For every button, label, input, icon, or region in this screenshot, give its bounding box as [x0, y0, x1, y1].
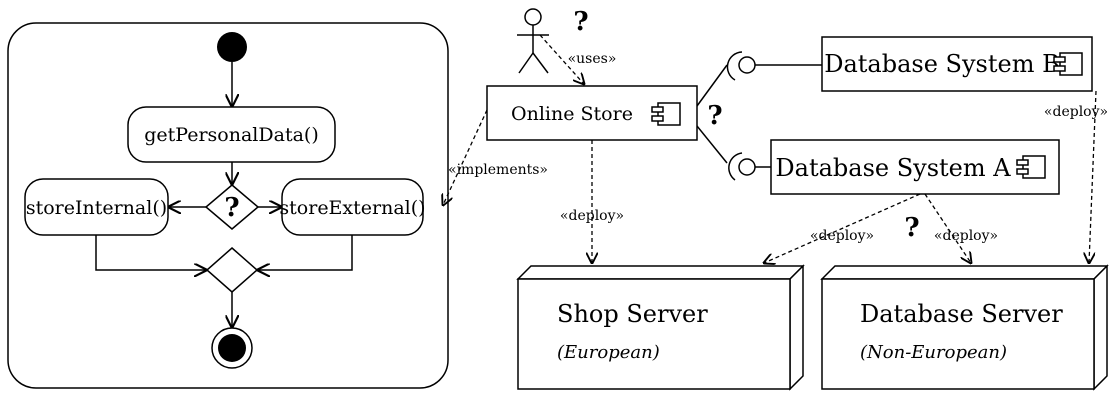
- implements-stereotype-label: «implements»: [448, 162, 548, 178]
- component-database-system-b: Database System B: [821, 36, 1093, 92]
- actor-question-mark: ?: [573, 7, 588, 37]
- action-store-external: storeExternal(): [279, 178, 426, 236]
- provided-interface-a: [738, 158, 756, 176]
- actor-icon: [517, 8, 549, 74]
- node-database-server: Database Server (Non-European): [820, 264, 1109, 391]
- database-server-name: Database Server: [860, 300, 1063, 328]
- activity-diagram: getPersonalData() ? storeInternal() stor…: [7, 22, 449, 389]
- online-store-label: Online Store: [511, 103, 633, 125]
- uses-stereotype-label: «uses»: [568, 51, 617, 67]
- required-interface-a-socket: [728, 152, 743, 181]
- component-database-system-a: Database System A: [770, 139, 1060, 195]
- required-interface-a-line: [696, 125, 728, 164]
- decision-node: [204, 184, 260, 230]
- action-get-personal-data: getPersonalData(): [127, 106, 336, 163]
- action-store-external-label: storeExternal(): [279, 197, 425, 219]
- database-system-b-label: Database System B: [824, 50, 1060, 78]
- deploy-question-mark: ?: [904, 213, 919, 243]
- component-icon: [1053, 52, 1083, 76]
- action-store-internal: storeInternal(): [24, 178, 169, 236]
- provided-interface-b: [738, 56, 756, 74]
- deploy-shop-label: «deploy»: [560, 208, 624, 224]
- component-online-store: Online Store: [486, 85, 698, 141]
- deploy-db-b-to-db-server: [1089, 90, 1097, 263]
- required-interface-b-socket: [726, 51, 743, 81]
- final-node: [211, 327, 253, 369]
- flow-internal-to-merge: [95, 235, 206, 270]
- database-system-a-label: Database System A: [775, 154, 1011, 182]
- deploy-db-a-shop-label: «deploy»: [810, 228, 874, 244]
- database-server-qualifier: (Non-European): [860, 342, 1007, 363]
- shop-server-name: Shop Server: [557, 300, 708, 328]
- action-store-internal-label: storeInternal(): [26, 197, 167, 219]
- decision-question-mark: ?: [224, 193, 239, 223]
- node-shop-server: Shop Server (European): [516, 264, 805, 391]
- required-interface-b-line: [696, 64, 728, 107]
- implements-dependency: [443, 109, 488, 205]
- deploy-db-a-to-shop: [764, 193, 921, 263]
- deploy-db-a-db-label: «deploy»: [934, 228, 998, 244]
- component-icon: [651, 102, 681, 126]
- uses-dependency: [539, 34, 584, 84]
- interface-question-mark: ?: [707, 101, 722, 131]
- initial-node: [217, 32, 247, 62]
- action-get-personal-data-label: getPersonalData(): [144, 124, 318, 146]
- shop-server-qualifier: (European): [557, 342, 660, 363]
- deploy-db-b-label: «deploy»: [1044, 104, 1108, 120]
- component-icon: [1016, 155, 1046, 179]
- flow-external-to-merge: [258, 235, 353, 270]
